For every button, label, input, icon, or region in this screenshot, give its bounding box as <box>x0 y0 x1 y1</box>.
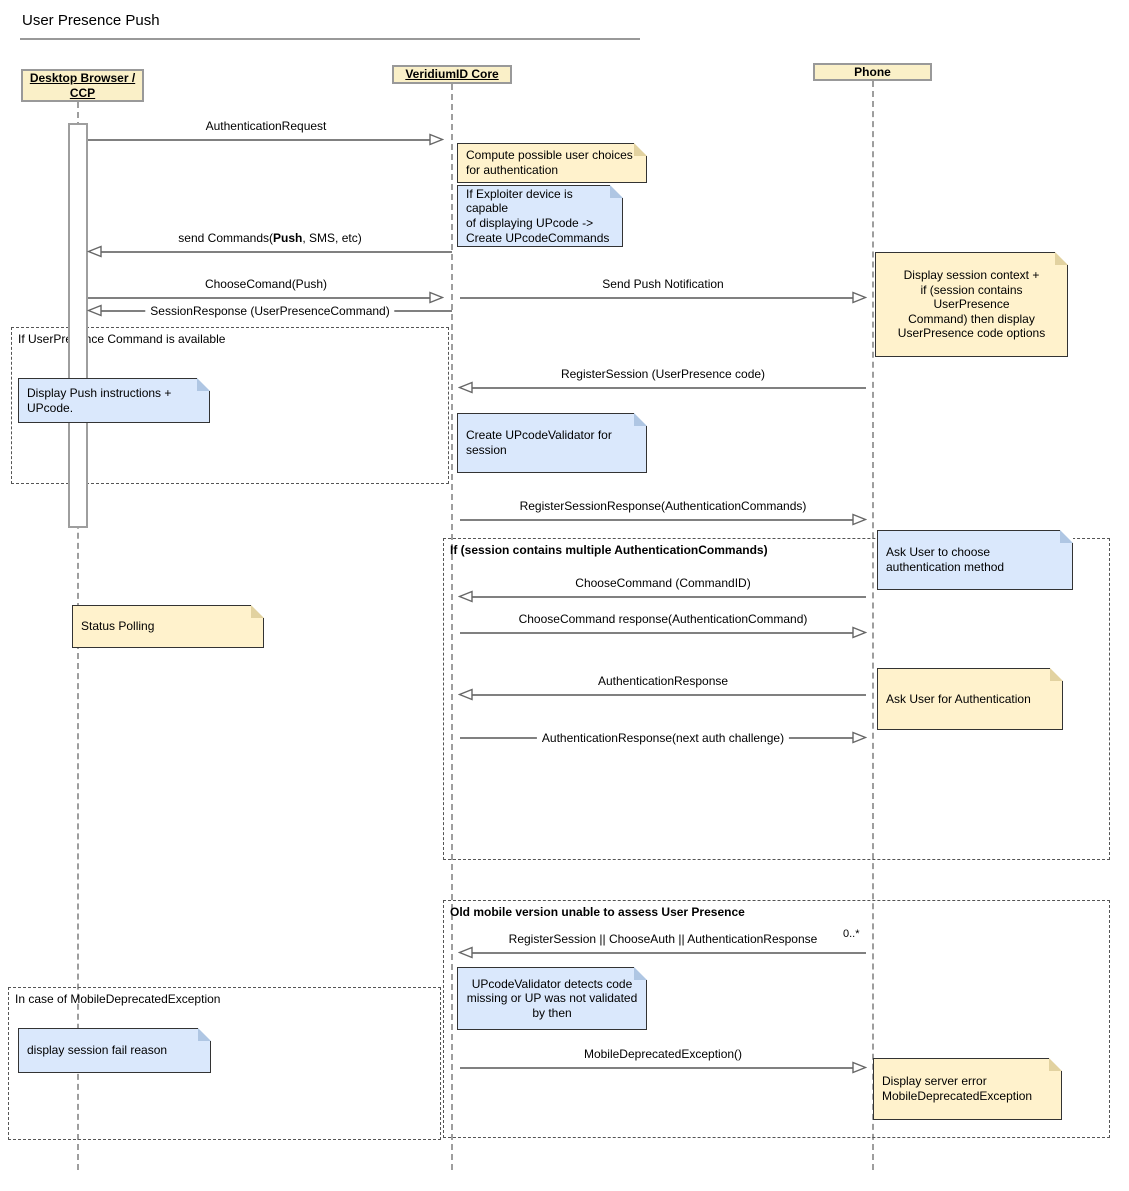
note-display-push-instructions: Display Push instructions + UPcode. <box>18 378 210 423</box>
activation-bar-desktop-browser <box>68 123 88 528</box>
note-ask-user-authentication: Ask User for Authentication <box>877 668 1063 730</box>
msg-choose-command-response-arrowhead-right <box>852 626 868 639</box>
msg-authentication-request-label: AuthenticationRequest <box>205 119 327 133</box>
msg-register-session-line <box>471 387 866 389</box>
fragment-if-userpresence-available-label: If UserPresence Command is available <box>18 332 226 346</box>
fragment-if-multiple-commands: If (session contains multiple Authentica… <box>443 538 1110 860</box>
msg-register-session-response-line <box>460 519 854 521</box>
msg-send-commands-line <box>100 251 452 253</box>
msg-authentication-response-next-arrowhead-right <box>852 731 868 744</box>
msg-send-commands-arrowhead-left <box>86 245 102 258</box>
note-exploiter-device: If Exploiter device is capable of displa… <box>457 185 623 247</box>
msg-choose-command-response-line <box>460 632 854 634</box>
msg-choose-command-id-label: ChooseCommand (CommandID) <box>575 576 751 590</box>
note-display-session-context: Display session context + if (session co… <box>875 252 1068 357</box>
note-status-polling: Status Polling <box>72 605 264 648</box>
note-upcodevalidator-detects: UPcodeValidator detects code missing or … <box>457 967 647 1030</box>
msg-mobile-deprecated-exception-arrowhead-right <box>852 1061 868 1074</box>
msg-authentication-response-label: AuthenticationResponse <box>597 674 729 688</box>
msg-register-chooseauth-authresponse-arrowhead-left <box>457 946 473 959</box>
fragment-old-mobile-version-label: Old mobile version unable to assess User… <box>450 905 745 919</box>
msg-choose-command-id-line <box>471 596 866 598</box>
msg-authentication-response-next-label: AuthenticationResponse(next auth challen… <box>536 731 790 745</box>
msg-send-push-notification-label: Send Push Notification <box>602 277 724 291</box>
note-ask-user-choose-method: Ask User to choose authentication method <box>877 530 1073 590</box>
msg-mobile-deprecated-exception-line <box>460 1067 854 1069</box>
msg-authentication-request-line <box>88 139 431 141</box>
note-display-server-error: Display server error MobileDeprecatedExc… <box>873 1058 1062 1120</box>
msg-register-session-label: RegisterSession (UserPresence code) <box>560 367 766 381</box>
msg-session-response-label: SessionResponse (UserPresenceCommand) <box>145 304 395 318</box>
msg-authentication-response-line <box>471 694 866 696</box>
diagram-title: User Presence Push <box>22 12 160 29</box>
msg-mobile-deprecated-exception-label: MobileDeprecatedException() <box>583 1047 743 1061</box>
msg-send-commands-label: send Commands(Push, SMS, etc) <box>178 231 362 245</box>
msg-register-chooseauth-authresponse-line <box>471 952 866 954</box>
msg-register-chooseauth-authresponse-label: RegisterSession || ChooseAuth || Authent… <box>508 932 818 946</box>
actor-veridiumid-core-lifeline <box>451 84 453 1170</box>
note-display-session-fail: display session fail reason <box>18 1028 211 1073</box>
msg-register-session-response-label: RegisterSessionResponse(AuthenticationCo… <box>519 499 807 513</box>
msg-session-response-arrowhead-left <box>86 304 102 317</box>
msg-choose-command-id-arrowhead-left <box>457 590 473 603</box>
msg-register-session-arrowhead-left <box>457 381 473 394</box>
msg-choose-comand-push-line <box>88 297 431 299</box>
fragment-mobile-deprecated-exception-label: In case of MobileDeprecatedException <box>15 992 221 1006</box>
msg-choose-comand-push-arrowhead-right <box>429 291 445 304</box>
note-compute-user-choices: Compute possible user choices for authen… <box>457 143 647 183</box>
title-underline <box>20 38 640 40</box>
fragment-old-mobile-version: Old mobile version unable to assess User… <box>443 900 1110 1138</box>
msg-register-session-response-arrowhead-right <box>852 513 868 526</box>
msg-authentication-request-arrowhead-right <box>429 133 445 146</box>
msg-choose-command-response-label: ChooseCommand response(AuthenticationCom… <box>518 612 808 626</box>
actor-phone-lifeline <box>872 81 874 1170</box>
msg-send-push-notification-line <box>460 297 854 299</box>
msg-choose-comand-push-label: ChooseComand(Push) <box>204 277 328 291</box>
msg-authentication-response-arrowhead-left <box>457 688 473 701</box>
msg-register-chooseauth-authresponse-multiplicity-tag: 0..* <box>843 928 860 940</box>
fragment-if-multiple-commands-label: If (session contains multiple Authentica… <box>450 543 768 557</box>
actor-desktop-browser-ccp: Desktop Browser / CCP <box>21 69 144 102</box>
msg-send-push-notification-arrowhead-right <box>852 291 868 304</box>
fragment-mobile-deprecated-exception: In case of MobileDeprecatedException <box>8 987 441 1140</box>
actor-phone: Phone <box>813 63 932 81</box>
note-create-upcodevalidator: Create UPcodeValidator for session <box>457 413 647 473</box>
actor-veridiumid-core: VeridiumID Core <box>392 65 512 84</box>
